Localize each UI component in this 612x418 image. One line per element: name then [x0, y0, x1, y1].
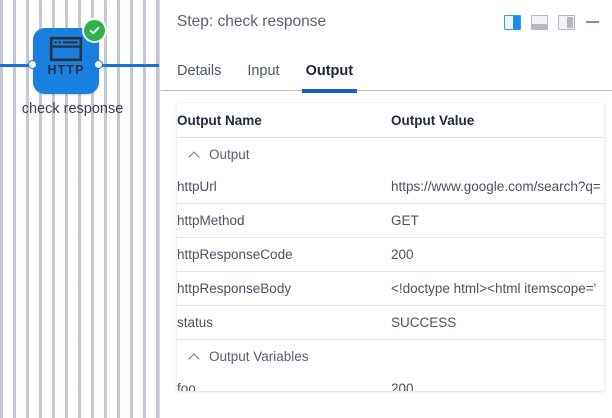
panel-actions	[504, 14, 600, 30]
panel-title: Step: check response	[177, 13, 327, 30]
chevron-up-icon	[189, 351, 200, 362]
row-value: https://www.google.com/search?q=	[391, 170, 604, 204]
table-row[interactable]: httpMethod GET	[177, 203, 604, 238]
panel-tabs: Details Input Output	[161, 44, 612, 93]
table-row[interactable]: status SUCCESS	[177, 305, 604, 340]
group-label: Output	[209, 146, 250, 162]
table-row[interactable]: httpResponseCode 200	[177, 237, 604, 272]
tab-output[interactable]: Output	[301, 63, 357, 93]
output-table-head: Output Name Output Value	[177, 103, 604, 138]
tab-input[interactable]: Input	[247, 63, 280, 79]
http-node-type-label: HTTP	[47, 63, 85, 77]
row-value: 200	[391, 237, 604, 272]
chevron-up-icon	[189, 149, 200, 160]
row-value: <!doctype html><html itemscope='	[391, 271, 604, 306]
group-toggle-output-variables[interactable]: Output Variables	[177, 349, 604, 364]
tab-details[interactable]: Details	[177, 63, 222, 79]
row-value: SUCCESS	[391, 305, 604, 340]
output-table-card: Output Name Output Value Output	[177, 103, 604, 391]
group-cell-output[interactable]: Output	[177, 138, 604, 171]
row-name: httpMethod	[177, 203, 391, 238]
dock-right-icon[interactable]	[504, 14, 521, 30]
group-cell-output-variables[interactable]: Output Variables	[177, 340, 604, 373]
row-name: foo	[177, 381, 196, 391]
row-value: GET	[391, 203, 604, 238]
table-row[interactable]: httpUrl https://www.google.com/search?q=	[177, 170, 604, 204]
table-row[interactable]: httpResponseBody <!doctype html><html it…	[177, 271, 604, 306]
check-circle-icon	[84, 20, 105, 41]
column-header-output-value: Output Value	[391, 103, 604, 138]
workflow-canvas[interactable]: HTTP check response	[0, 0, 160, 418]
http-node-icon-group: HTTP	[33, 36, 99, 77]
column-header-output-name: Output Name	[177, 103, 391, 138]
table-row[interactable]: foo 200	[177, 372, 604, 391]
group-label: Output Variables	[209, 348, 309, 364]
row-name: httpUrl	[177, 170, 391, 204]
browser-window-icon	[49, 36, 83, 62]
dock-panel-icon[interactable]	[558, 14, 575, 30]
http-node-label: check response	[21, 101, 124, 117]
node-output-port[interactable]	[94, 60, 103, 69]
output-table: Output Name Output Value Output	[177, 103, 604, 391]
table-group-row[interactable]: Output	[177, 138, 604, 171]
row-name: httpResponseCode	[177, 237, 391, 272]
output-table-body: Output httpUrl https://www.google.com/se…	[177, 138, 604, 391]
row-name: status	[177, 305, 391, 340]
panel-header: Step: check response	[161, 0, 612, 44]
panel-body: Output Name Output Value Output	[161, 91, 612, 418]
node-input-port[interactable]	[28, 60, 37, 69]
step-details-panel: Step: check response Details Input Outpu…	[161, 0, 612, 418]
canvas-panel-divider	[159, 0, 160, 418]
table-header-row: Output Name Output Value	[177, 103, 604, 138]
table-group-row[interactable]: Output Variables	[177, 340, 604, 373]
group-toggle-output[interactable]: Output	[177, 147, 604, 162]
dock-bottom-icon[interactable]	[531, 14, 548, 30]
row-name: httpResponseBody	[177, 271, 391, 306]
row-value: 200	[391, 381, 414, 391]
minimize-icon[interactable]	[585, 15, 600, 29]
